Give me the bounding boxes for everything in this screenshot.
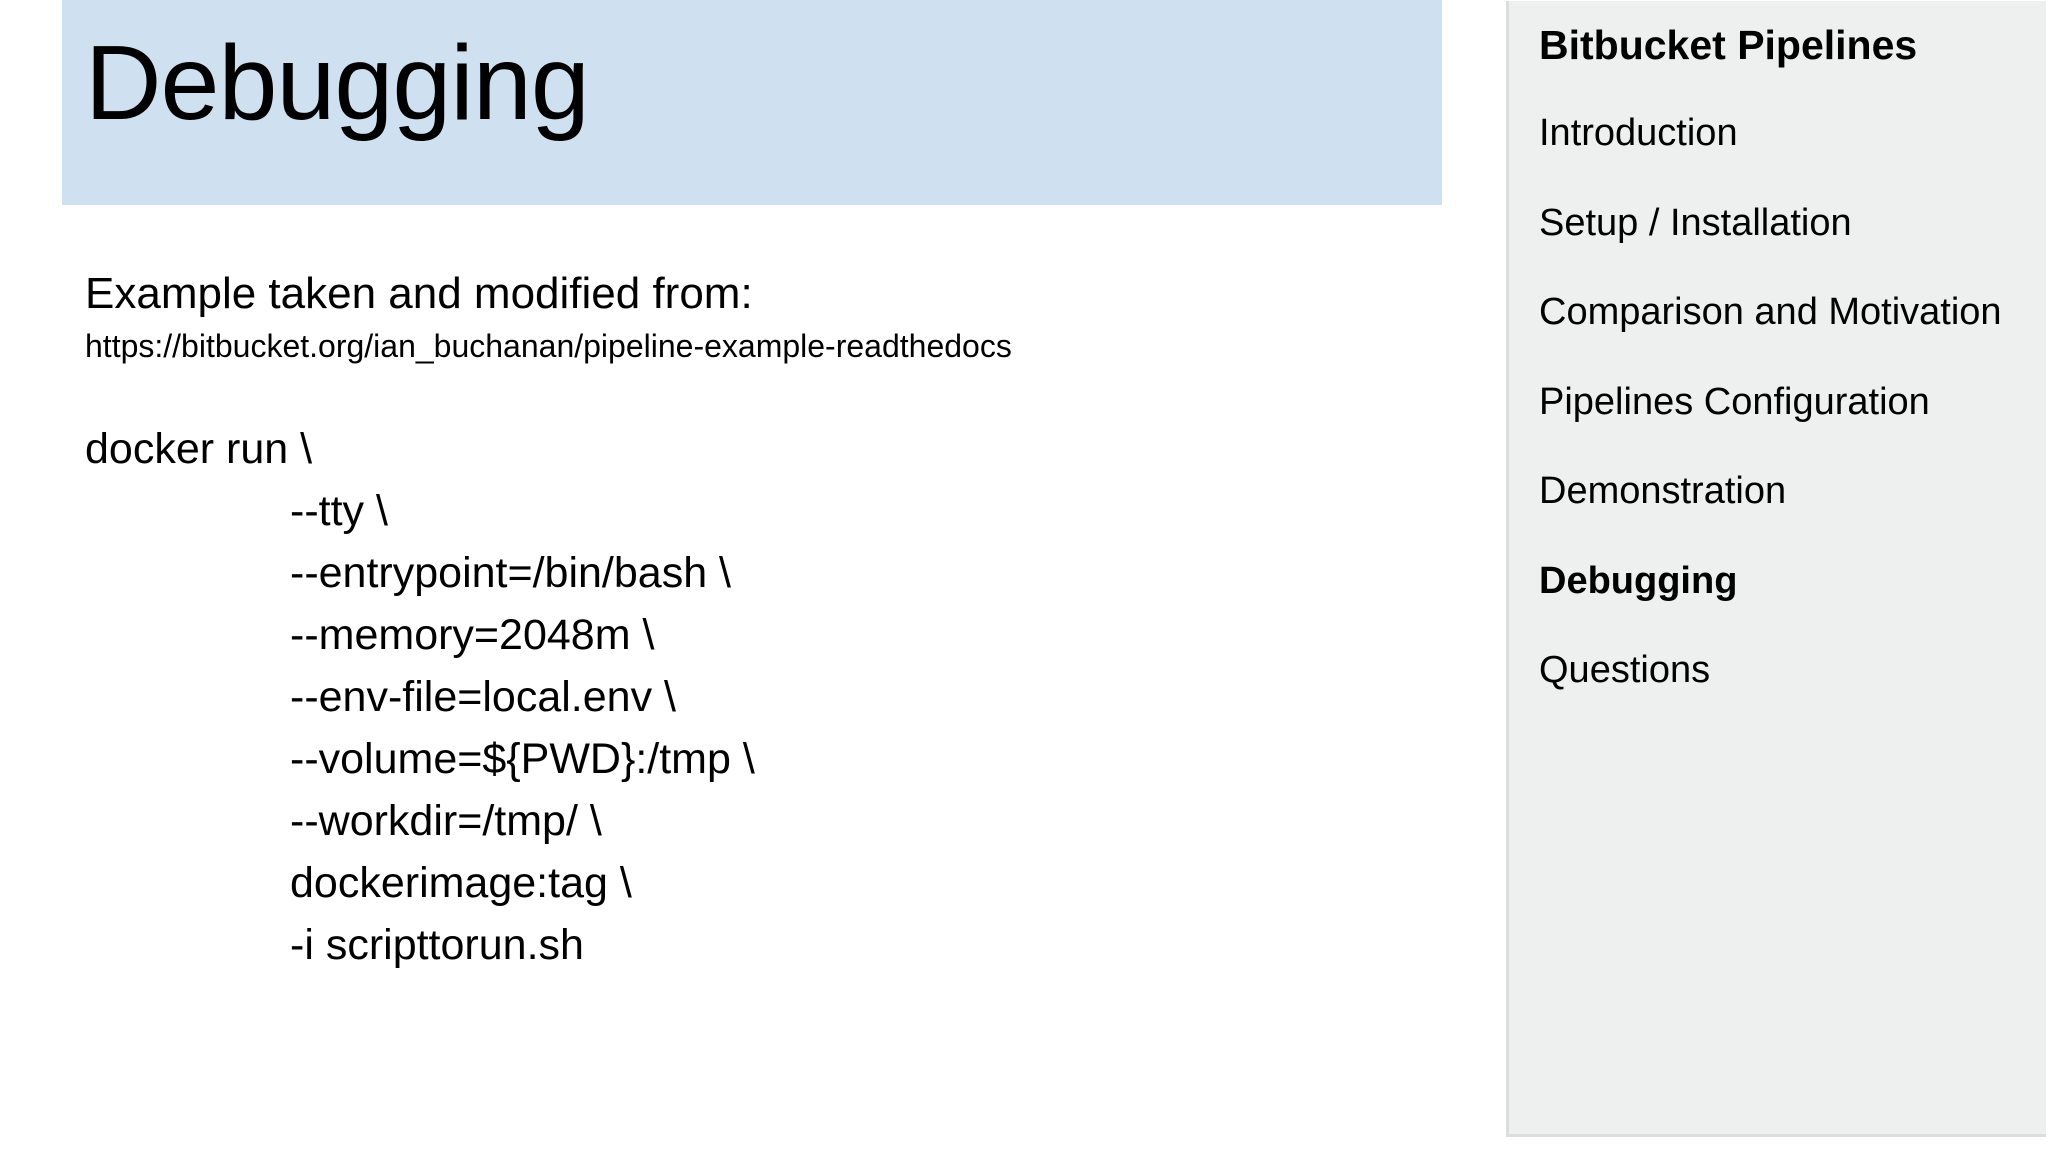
docker-command-block: docker run \ --tty \ --entrypoint=/bin/b… [85,418,1425,976]
command-line: dockerimage:tag \ [290,859,632,907]
slide-body: Example taken and modified from: https:/… [85,272,1425,976]
command-line: -i scripttorun.sh [290,921,584,969]
command-line: --workdir=/tmp/ \ [290,797,602,845]
slide-main-column: Debugging Example taken and modified fro… [62,0,1442,976]
title-banner: Debugging [62,0,1442,205]
sidebar-item-demonstration[interactable]: Demonstration [1539,470,1787,513]
agenda-sidebar: Bitbucket Pipelines Introduction Setup /… [1506,1,2046,1137]
command-line: --tty \ [290,487,388,535]
sidebar-item-setup-installation[interactable]: Setup / Installation [1539,201,1852,244]
command-line: --volume=${PWD}:/tmp \ [290,735,755,783]
sidebar-item-introduction[interactable]: Introduction [1539,112,1738,155]
command-line: --env-file=local.env \ [290,673,676,721]
lead-text: Example taken and modified from: [85,269,753,318]
sidebar-item-debugging[interactable]: Debugging [1539,559,1738,602]
sidebar-item-comparison-and-motivation[interactable]: Comparison and Motivation [1539,291,2002,334]
command-line: --entrypoint=/bin/bash \ [290,549,732,597]
sidebar-title: Bitbucket Pipelines [1539,22,1918,68]
command-line: --memory=2048m \ [290,611,655,659]
command-line: docker run \ [85,425,313,473]
sidebar-item-questions[interactable]: Questions [1539,649,1711,692]
sidebar-nav: Introduction Setup / Installation Compar… [1539,112,2028,692]
source-url-text: https://bitbucket.org/ian_buchanan/pipel… [85,328,1012,364]
page-title: Debugging [85,24,590,142]
sidebar-item-pipelines-configuration[interactable]: Pipelines Configuration [1539,380,1930,423]
